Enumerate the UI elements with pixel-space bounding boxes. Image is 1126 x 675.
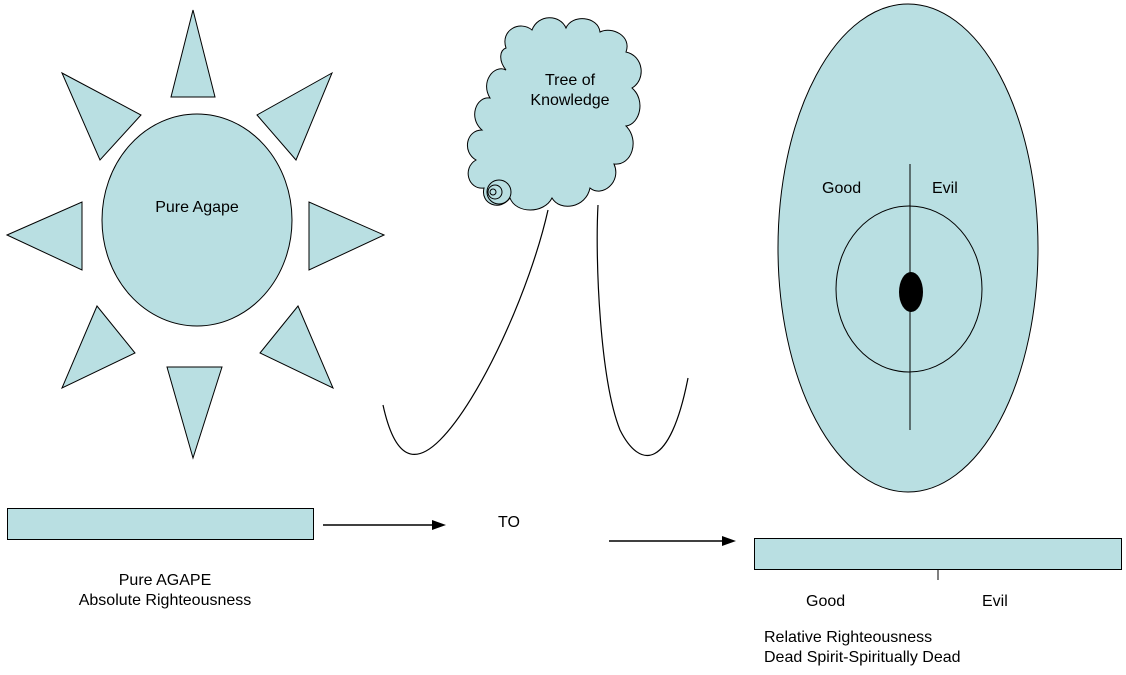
good-evil-oval <box>777 3 1039 493</box>
right-bar-caption-line1: Relative Righteousness <box>764 629 933 646</box>
arrows <box>323 520 736 546</box>
arrow-right-head <box>722 536 736 546</box>
right-bar-good-label: Good <box>806 593 846 610</box>
sun-ray-bottom <box>166 366 223 460</box>
sun-ray-right <box>308 201 386 271</box>
tree-label-line1: Tree of <box>544 72 596 89</box>
arrow-left-head <box>432 520 446 530</box>
tree-trunk-right <box>596 204 689 457</box>
right-bar-caption-line2: Dead Spirit-Spiritually Dead <box>764 649 961 666</box>
left-bar <box>7 508 314 540</box>
sun-ray-top-right <box>256 71 334 161</box>
right-bar-evil-label: Evil <box>982 593 1008 610</box>
black-dot <box>899 272 923 312</box>
sun-label: Pure Agape <box>155 199 239 216</box>
oval-evil-label: Evil <box>932 180 958 197</box>
sun-ray-top <box>170 9 216 98</box>
right-bar <box>754 538 1122 570</box>
oval-good-label: Good <box>822 180 862 197</box>
left-bar-caption-line1: Pure AGAPE <box>118 572 212 589</box>
sun-center-ellipse <box>101 113 293 327</box>
sun-shape <box>5 9 386 460</box>
to-label: TO <box>498 514 520 531</box>
tree-of-knowledge <box>382 17 689 457</box>
left-bar-caption-line2: Absolute Righteousness <box>78 592 252 609</box>
sun-ray-top-left <box>60 71 142 161</box>
tree-cloud <box>467 17 642 211</box>
sun-ray-bottom-right <box>259 305 334 390</box>
sun-ray-left <box>5 201 83 271</box>
sun-ray-bottom-left <box>61 305 136 390</box>
tree-label-line2: Knowledge <box>530 92 610 109</box>
tree-knot-inner <box>489 188 497 196</box>
tree-trunk-left <box>382 209 549 456</box>
